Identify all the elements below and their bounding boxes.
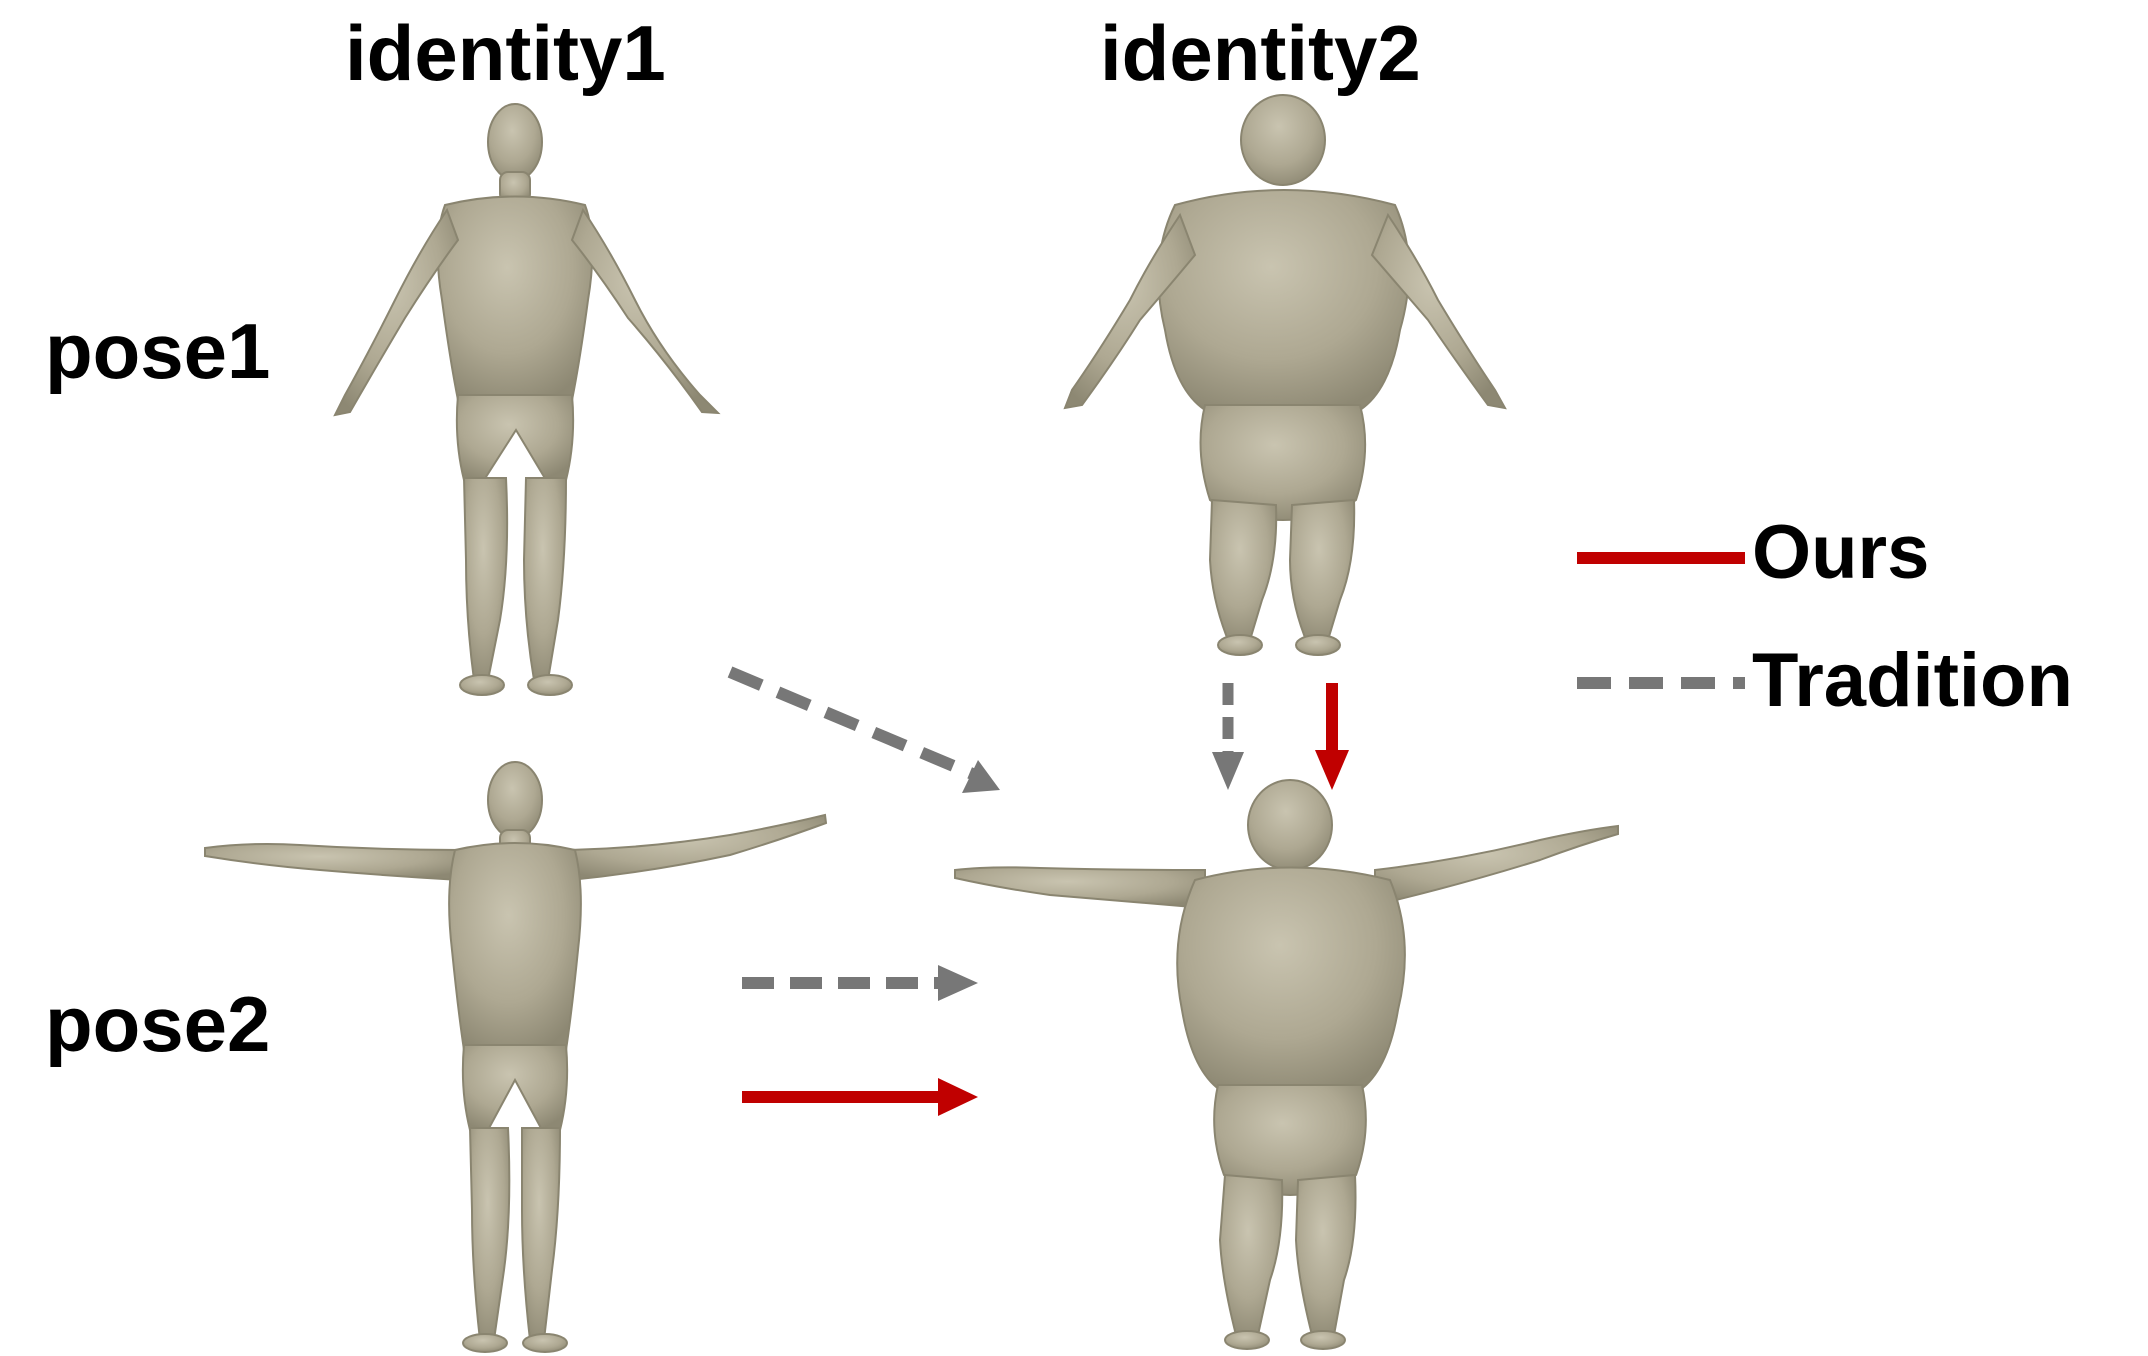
mesh-identity2-pose2-result [954,779,1619,1350]
legend-ours-label: Ours [1752,510,1930,595]
mesh-identity1-pose1 [333,103,721,696]
legend-tradition-label: Tradition [1752,638,2073,723]
mesh-identity1-pose2 [204,761,828,1353]
ours-arrow-horizontal-head [938,1078,978,1116]
tradition-arrow-diagonal-head [962,760,1000,793]
column-label-identity1: identity1 [345,9,666,97]
column-label-identity2: identity2 [1100,9,1421,97]
row-label-pose1: pose1 [45,307,271,395]
tradition-arrow-vertical-head [1212,752,1244,790]
ours-arrow-vertical-head [1315,750,1349,790]
tradition-arrow-diagonal [727,666,985,784]
tradition-arrow-horizontal-head [938,965,978,1001]
mesh-identity2-pose1 [1063,94,1507,656]
row-label-pose2: pose2 [45,980,271,1068]
